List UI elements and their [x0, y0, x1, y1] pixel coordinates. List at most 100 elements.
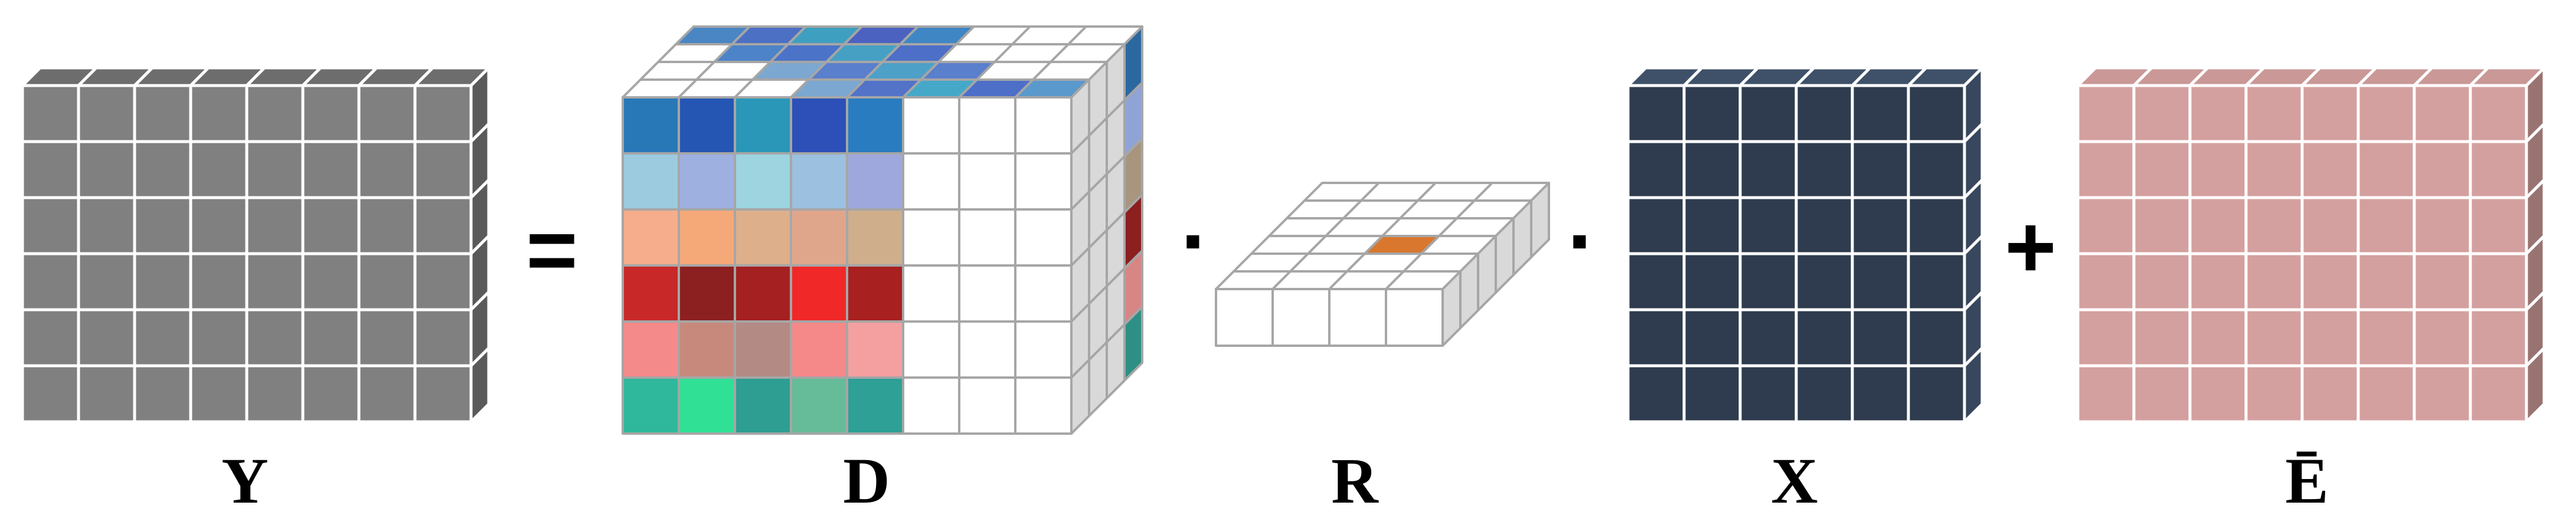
front-cell [1271, 288, 1331, 347]
front-cell [1851, 252, 1910, 311]
front-cell [2244, 196, 2304, 255]
front-cell [1851, 84, 1910, 143]
front-cell [2469, 364, 2528, 424]
front-cell [2412, 84, 2472, 143]
front-cell [1682, 140, 1742, 199]
front-cell [413, 140, 473, 199]
front-cell [958, 208, 1016, 267]
front-cell [1851, 308, 1910, 368]
front-cell [2412, 196, 2472, 255]
front-cell [734, 376, 792, 435]
front-cell [301, 140, 361, 199]
front-cell [189, 84, 249, 143]
front-cell [413, 84, 473, 143]
front-cell [1738, 84, 1798, 143]
front-cell [357, 252, 417, 311]
front-cell [189, 364, 249, 424]
front-cell [2188, 84, 2248, 143]
front-cell [2076, 140, 2136, 199]
front-cell [2300, 196, 2360, 255]
front-cell [357, 84, 417, 143]
front-cell [622, 264, 680, 323]
front-cell [21, 196, 80, 255]
front-cell [357, 140, 417, 199]
front-cell [2412, 140, 2472, 199]
front-cell [133, 196, 192, 255]
front-cell [790, 320, 848, 379]
front-cell [1794, 308, 1854, 368]
front-cell [2132, 196, 2192, 255]
front-cell [846, 264, 904, 323]
label-X: X [1771, 445, 1817, 517]
front-cell [2188, 364, 2248, 424]
dot-operator-1: · [1181, 191, 1210, 290]
front-cell [2356, 364, 2416, 424]
front-cell [958, 376, 1016, 435]
front-cell [2188, 252, 2248, 311]
front-cell [1794, 196, 1854, 255]
front-cell [2244, 308, 2304, 368]
front-cell [77, 140, 136, 199]
front-cell [21, 84, 80, 143]
front-cell [77, 84, 136, 143]
front-cell [2132, 84, 2192, 143]
plus-sign: + [2005, 197, 2057, 296]
front-cell [2076, 196, 2136, 255]
front-cell [2244, 84, 2304, 143]
front-cell [413, 364, 473, 424]
front-cell [958, 96, 1016, 155]
front-cell [77, 252, 136, 311]
front-cell [1907, 364, 1966, 424]
front-cell [133, 308, 192, 368]
front-cell [21, 364, 80, 424]
front-cell [245, 196, 305, 255]
front-cell [678, 96, 736, 155]
front-cell [2076, 308, 2136, 368]
front-cell [77, 308, 136, 368]
front-cell [357, 308, 417, 368]
front-cell [245, 84, 305, 143]
front-cell [734, 320, 792, 379]
front-cell [902, 320, 960, 379]
front-cell [2300, 84, 2360, 143]
front-cell [902, 96, 960, 155]
front-cell [2244, 252, 2304, 311]
front-cell [1014, 376, 1073, 435]
front-cell [245, 308, 305, 368]
front-cell [1682, 196, 1742, 255]
front-cell [2412, 308, 2472, 368]
front-cell [1907, 140, 1966, 199]
front-cell [189, 196, 249, 255]
front-cell [1907, 196, 1966, 255]
front-cell [2356, 196, 2416, 255]
front-cell [1014, 152, 1073, 211]
front-cell [1738, 364, 1798, 424]
front-cell [1851, 196, 1910, 255]
front-cell [2132, 364, 2192, 424]
front-cell [245, 252, 305, 311]
front-cell [301, 196, 361, 255]
front-cell [902, 376, 960, 435]
front-cell [133, 252, 192, 311]
label-R: R [1331, 445, 1379, 517]
front-cell [301, 308, 361, 368]
front-cell [133, 140, 192, 199]
front-cell [902, 264, 960, 323]
R-block [1215, 182, 1550, 347]
front-cell [1794, 84, 1854, 143]
front-cell [245, 140, 305, 199]
front-cell [2188, 308, 2248, 368]
front-cell [790, 96, 848, 155]
front-cell [958, 264, 1016, 323]
front-cell [1851, 364, 1910, 424]
front-cell [902, 208, 960, 267]
front-cell [2356, 252, 2416, 311]
front-cell [1907, 308, 1966, 368]
front-cell [2076, 84, 2136, 143]
front-cell [734, 264, 792, 323]
front-cell [2469, 308, 2528, 368]
front-cell [301, 84, 361, 143]
front-cell [2132, 252, 2192, 311]
front-cell [1215, 288, 1274, 347]
front-cell [678, 208, 736, 267]
